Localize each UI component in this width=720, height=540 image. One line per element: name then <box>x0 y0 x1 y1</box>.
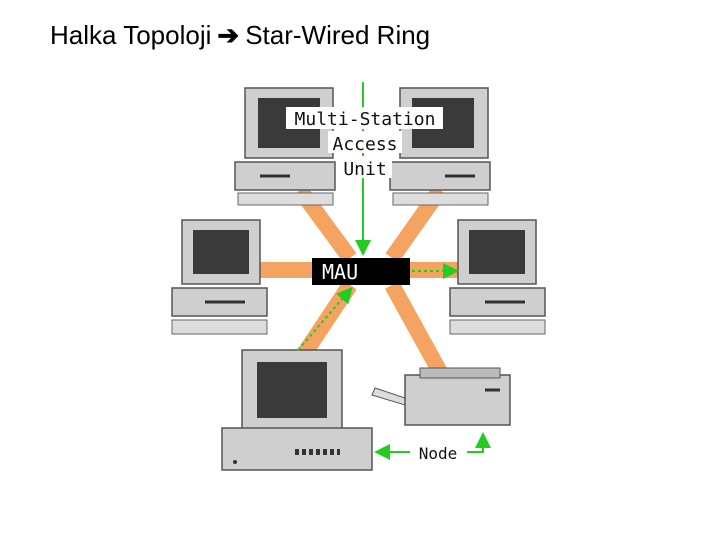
arrow-node-to-printer <box>467 432 491 453</box>
title-arrow-icon: ➔ <box>217 20 240 50</box>
node-label: Node <box>419 444 458 463</box>
cable-bottom-right <box>384 281 448 376</box>
callout-line-1: Multi-Station <box>295 109 436 130</box>
callout-line-3: Unit <box>343 159 386 180</box>
mau-callout: Multi-Station Access Unit <box>286 107 443 180</box>
cable-bottom-left <box>293 280 357 365</box>
mau-label: MAU <box>322 260 358 284</box>
title-left-text: Halka Topoloji <box>50 20 212 50</box>
printer-node <box>371 367 511 426</box>
arrow-bottom-left-to-mau <box>297 286 353 351</box>
computer-bottom-left <box>221 349 373 471</box>
computer-top-left <box>234 87 336 206</box>
computer-right <box>449 219 546 335</box>
computer-left <box>171 219 268 335</box>
title-right-text: Star-Wired Ring <box>245 20 431 50</box>
computer-top-right <box>389 87 491 206</box>
slide-title: Halka Topoloji➔Star-Wired Ring <box>50 20 430 51</box>
callout-line-2: Access <box>332 134 397 155</box>
mau-hub: MAU <box>312 258 410 285</box>
